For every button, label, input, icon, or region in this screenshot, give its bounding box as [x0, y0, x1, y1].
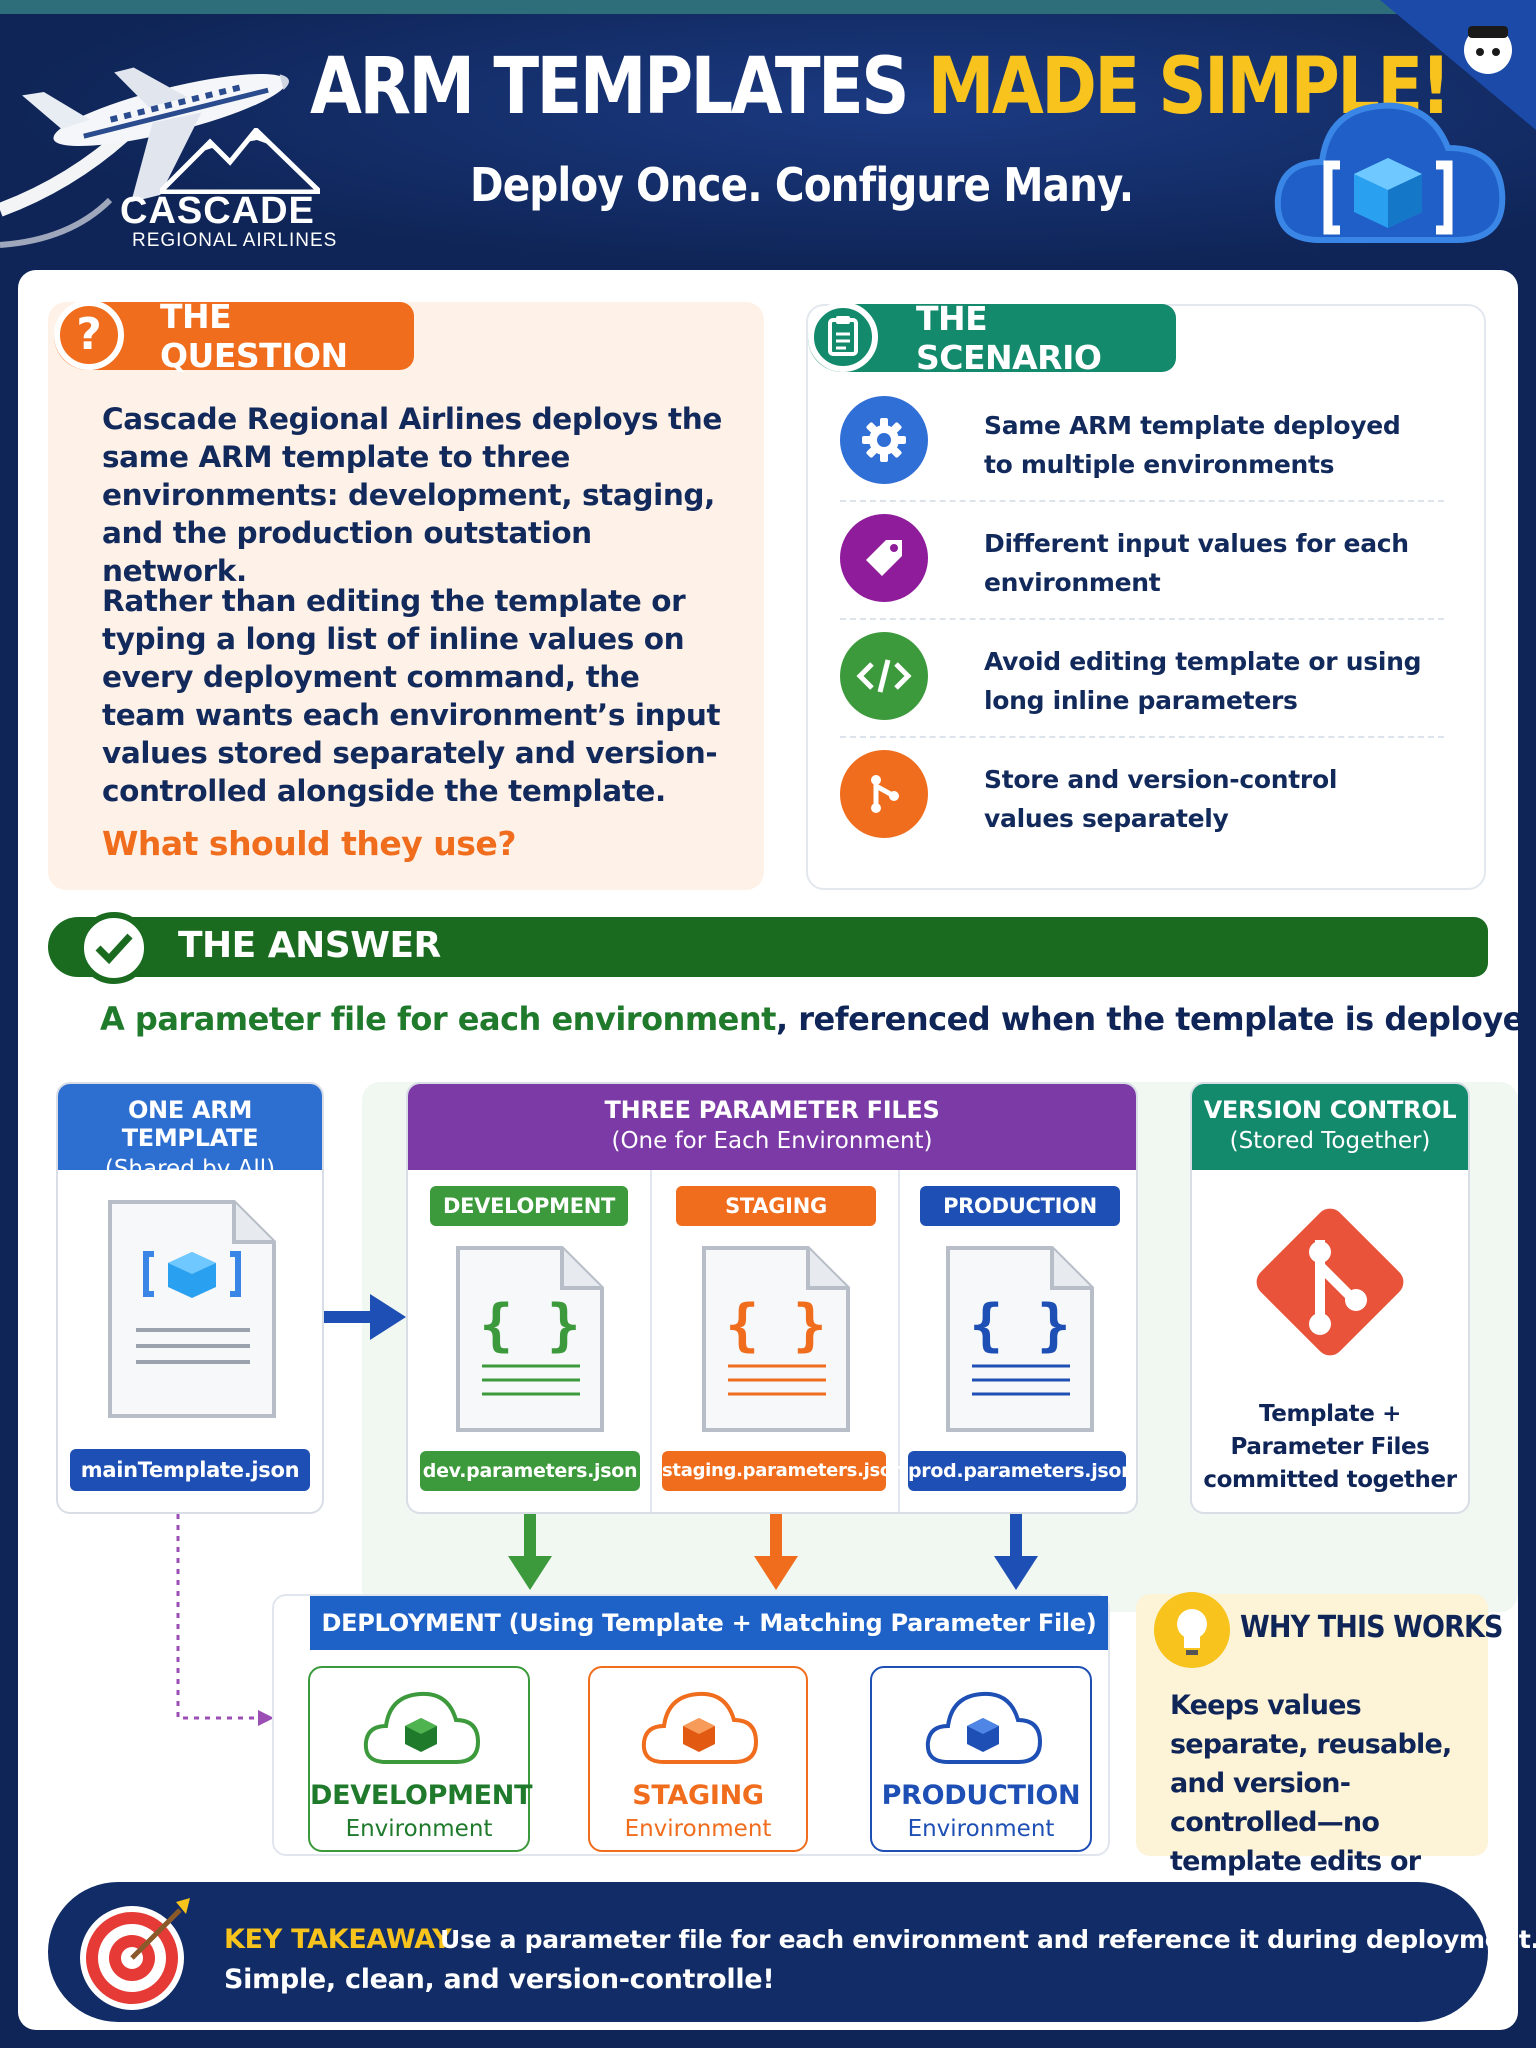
staging-parameter-file-icon: { }	[702, 1246, 850, 1432]
template-file-name: mainTemplate.json	[70, 1449, 310, 1491]
gear-icon	[840, 396, 928, 484]
answer-title: THE ANSWER	[178, 925, 441, 966]
staging-cloud-icon	[641, 1691, 759, 1764]
prod-cloud-icon	[925, 1691, 1043, 1764]
answer-bar	[48, 917, 1488, 977]
question-paragraph-1: Cascade Regional Airlines deploys the sa…	[102, 402, 722, 588]
column-divider	[650, 1170, 652, 1512]
title-part-white: ARM TEMPLATES	[310, 42, 910, 132]
template-box-header: ONE ARM TEMPLATE (Shared by All)	[58, 1084, 322, 1182]
dev-file-name: dev.parameters.json	[420, 1451, 640, 1491]
scenario-item-text: Different input values for each environm…	[984, 529, 1409, 597]
page-subtitle: Deploy Once. Configure Many.	[470, 158, 1134, 212]
logo-subtitle: REGIONAL AIRLINES	[132, 230, 338, 251]
dev-parameter-file-icon: { }	[456, 1246, 604, 1432]
answer-headline-rest: , referenced when the template is deploy…	[775, 1000, 1536, 1038]
env-card-development: DEVELOPMENT Environment	[308, 1666, 533, 1852]
git-icon	[840, 750, 928, 838]
deployment-title: DEPLOYMENT (Using Template + Matching Pa…	[310, 1596, 1108, 1650]
why-title: WHY THIS WORKS	[1240, 1610, 1503, 1645]
header-banner: CASCADE REGIONAL AIRLINES ARM TEMPLATES …	[0, 0, 1536, 270]
logo-name: CASCADE	[120, 190, 315, 232]
clipboard-icon	[808, 302, 878, 372]
env-card-staging: STAGING Environment	[588, 1666, 808, 1852]
svg-text:{ }: { }	[969, 1293, 1070, 1358]
azure-cloud-icon	[1274, 102, 1506, 243]
dotted-connector-arrow	[176, 1514, 274, 1726]
version-control-text: Template + Parameter Files committed tog…	[1203, 1401, 1457, 1493]
checkmark-icon	[78, 912, 150, 984]
version-box-header: VERSION CONTROL (Stored Together)	[1192, 1084, 1468, 1170]
env-label: Environment	[624, 1816, 772, 1842]
svg-text:{ }: { }	[479, 1293, 580, 1358]
scenario-item-text: Store and version-control values separat…	[984, 765, 1338, 833]
parameter-box-subtitle: (One for Each Environment)	[611, 1128, 933, 1154]
question-ask: What should they use?	[102, 824, 516, 863]
arrow-down-icon	[508, 1514, 552, 1590]
scenario-divider	[840, 736, 1444, 738]
template-box-subtitle: (Shared by All)	[104, 1156, 276, 1182]
env-label-staging: STAGING	[676, 1186, 876, 1226]
arrow-down-icon	[754, 1514, 798, 1590]
dev-cloud-icon	[363, 1691, 481, 1764]
arrow-right-icon	[324, 1294, 406, 1340]
scenario-item: Different input values for each environm…	[840, 504, 1444, 622]
scenario-item: Same ARM template deployed to multiple e…	[840, 386, 1444, 504]
version-box-subtitle: (Stored Together)	[1229, 1128, 1431, 1154]
mountain-icon	[160, 128, 320, 194]
question-icon: ?	[54, 300, 124, 370]
page-title: ARM TEMPLATES MADE SIMPLE!	[310, 42, 1451, 132]
takeaway-label: KEY TAKEAWAY	[224, 1924, 452, 1955]
version-control-box: VERSION CONTROL (Stored Together)	[1190, 1082, 1470, 1514]
env-label: Environment	[907, 1816, 1055, 1842]
scenario-item-text: Same ARM template deployed to multiple e…	[984, 411, 1401, 479]
lightbulb-icon	[1154, 1592, 1230, 1668]
parameter-box-title: THREE PARAMETER FILES	[604, 1096, 940, 1124]
template-box-title: ONE ARM TEMPLATE	[121, 1096, 259, 1152]
takeaway-text-line-2: Simple, clean, and version-controlle!	[224, 1964, 775, 1995]
template-file-icon	[108, 1200, 276, 1418]
env-card-production: PRODUCTION Environment	[870, 1666, 1092, 1852]
prod-file-name: prod.parameters.json	[908, 1451, 1135, 1491]
git-logo-icon	[1256, 1208, 1404, 1356]
scenario-item: Store and version-control values separat…	[840, 740, 1444, 858]
env-name: DEVELOPMENT	[310, 1780, 533, 1811]
scenario-item-text: Avoid editing template or using long inl…	[984, 647, 1422, 715]
scenario-divider	[840, 500, 1444, 502]
scenario-item: Avoid editing template or using long inl…	[840, 622, 1444, 740]
target-icon	[80, 1898, 190, 2010]
env-label-development: DEVELOPMENT	[430, 1186, 628, 1226]
parameter-box-header: THREE PARAMETER FILES (One for Each Envi…	[408, 1084, 1136, 1170]
header-top-band	[0, 0, 1536, 14]
answer-headline: A parameter file for each environment, r…	[100, 1000, 1536, 1038]
env-name: PRODUCTION	[881, 1780, 1081, 1811]
answer-headline-green: A parameter file for each environment	[100, 1000, 776, 1038]
airplane-icon	[0, 67, 289, 248]
scenario-divider	[840, 618, 1444, 620]
env-label-production: PRODUCTION	[920, 1186, 1120, 1226]
arrow-down-icon	[994, 1514, 1038, 1590]
key-takeaway-banner	[48, 1882, 1488, 2022]
version-box-title: VERSION CONTROL	[1203, 1096, 1457, 1124]
question-card	[48, 302, 764, 890]
code-icon	[840, 632, 928, 720]
staging-file-name: staging.parameters.json	[662, 1451, 905, 1491]
template-box: ONE ARM TEMPLATE (Shared by All)	[56, 1082, 324, 1514]
takeaway-text-line-1: Use a parameter file for each environmen…	[440, 1925, 1536, 1954]
env-name: STAGING	[632, 1780, 764, 1811]
svg-text:{ }: { }	[725, 1293, 826, 1358]
env-label: Environment	[345, 1816, 493, 1842]
prod-parameter-file-icon: { }	[946, 1246, 1094, 1432]
column-divider	[898, 1170, 900, 1512]
tag-icon	[840, 514, 928, 602]
question-paragraph-2: Rather than editing the template or typi…	[102, 584, 721, 808]
mascot-ribbon-icon	[1380, 0, 1536, 130]
